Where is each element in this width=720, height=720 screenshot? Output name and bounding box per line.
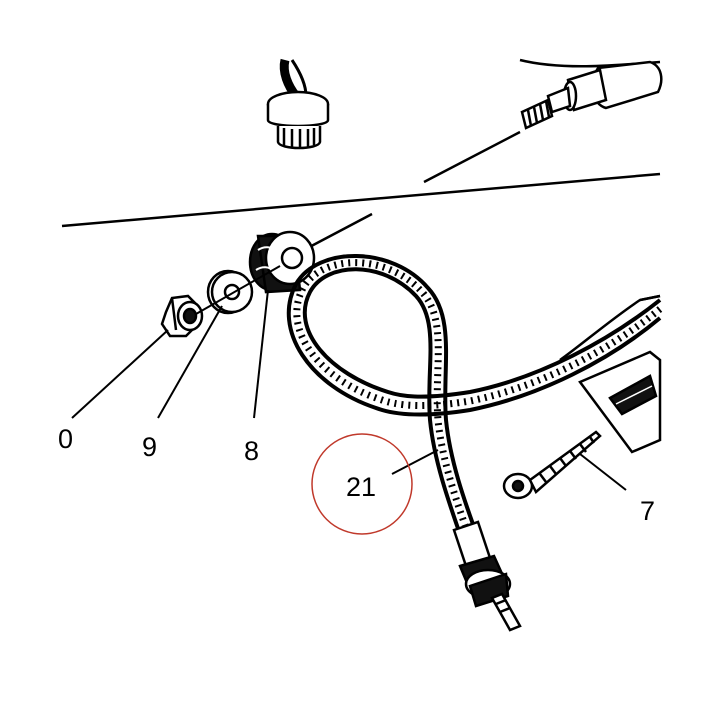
nut-part-0 (160, 294, 204, 338)
leader-9 (157, 305, 223, 419)
speedometer-cable-21 (286, 254, 663, 541)
leader-0 (71, 329, 169, 419)
guide-lines (61, 130, 661, 254)
top-right-connector (519, 58, 663, 130)
leader-8 (253, 289, 269, 419)
cable-end-fitting (452, 520, 522, 632)
panel-edge-line (61, 172, 661, 228)
screw-part-7 (502, 430, 602, 500)
callout-8: 8 (244, 436, 259, 466)
bracket-plate (578, 350, 662, 454)
highlight-circle (311, 433, 413, 535)
parts-axis-line (195, 265, 281, 315)
callout-0: 0 (58, 424, 73, 454)
callout-21: 21 (346, 472, 376, 502)
leader-top-connector (423, 130, 521, 184)
callout-9: 9 (142, 432, 157, 462)
top-cable-nut (266, 58, 330, 150)
leader-21 (391, 449, 439, 475)
grommet-part-8 (248, 230, 316, 294)
leader-7 (579, 453, 627, 491)
callout-leaders (71, 289, 627, 491)
callout-7: 7 (640, 496, 655, 526)
housing-edge (559, 294, 661, 362)
washer-part-9 (206, 269, 254, 315)
